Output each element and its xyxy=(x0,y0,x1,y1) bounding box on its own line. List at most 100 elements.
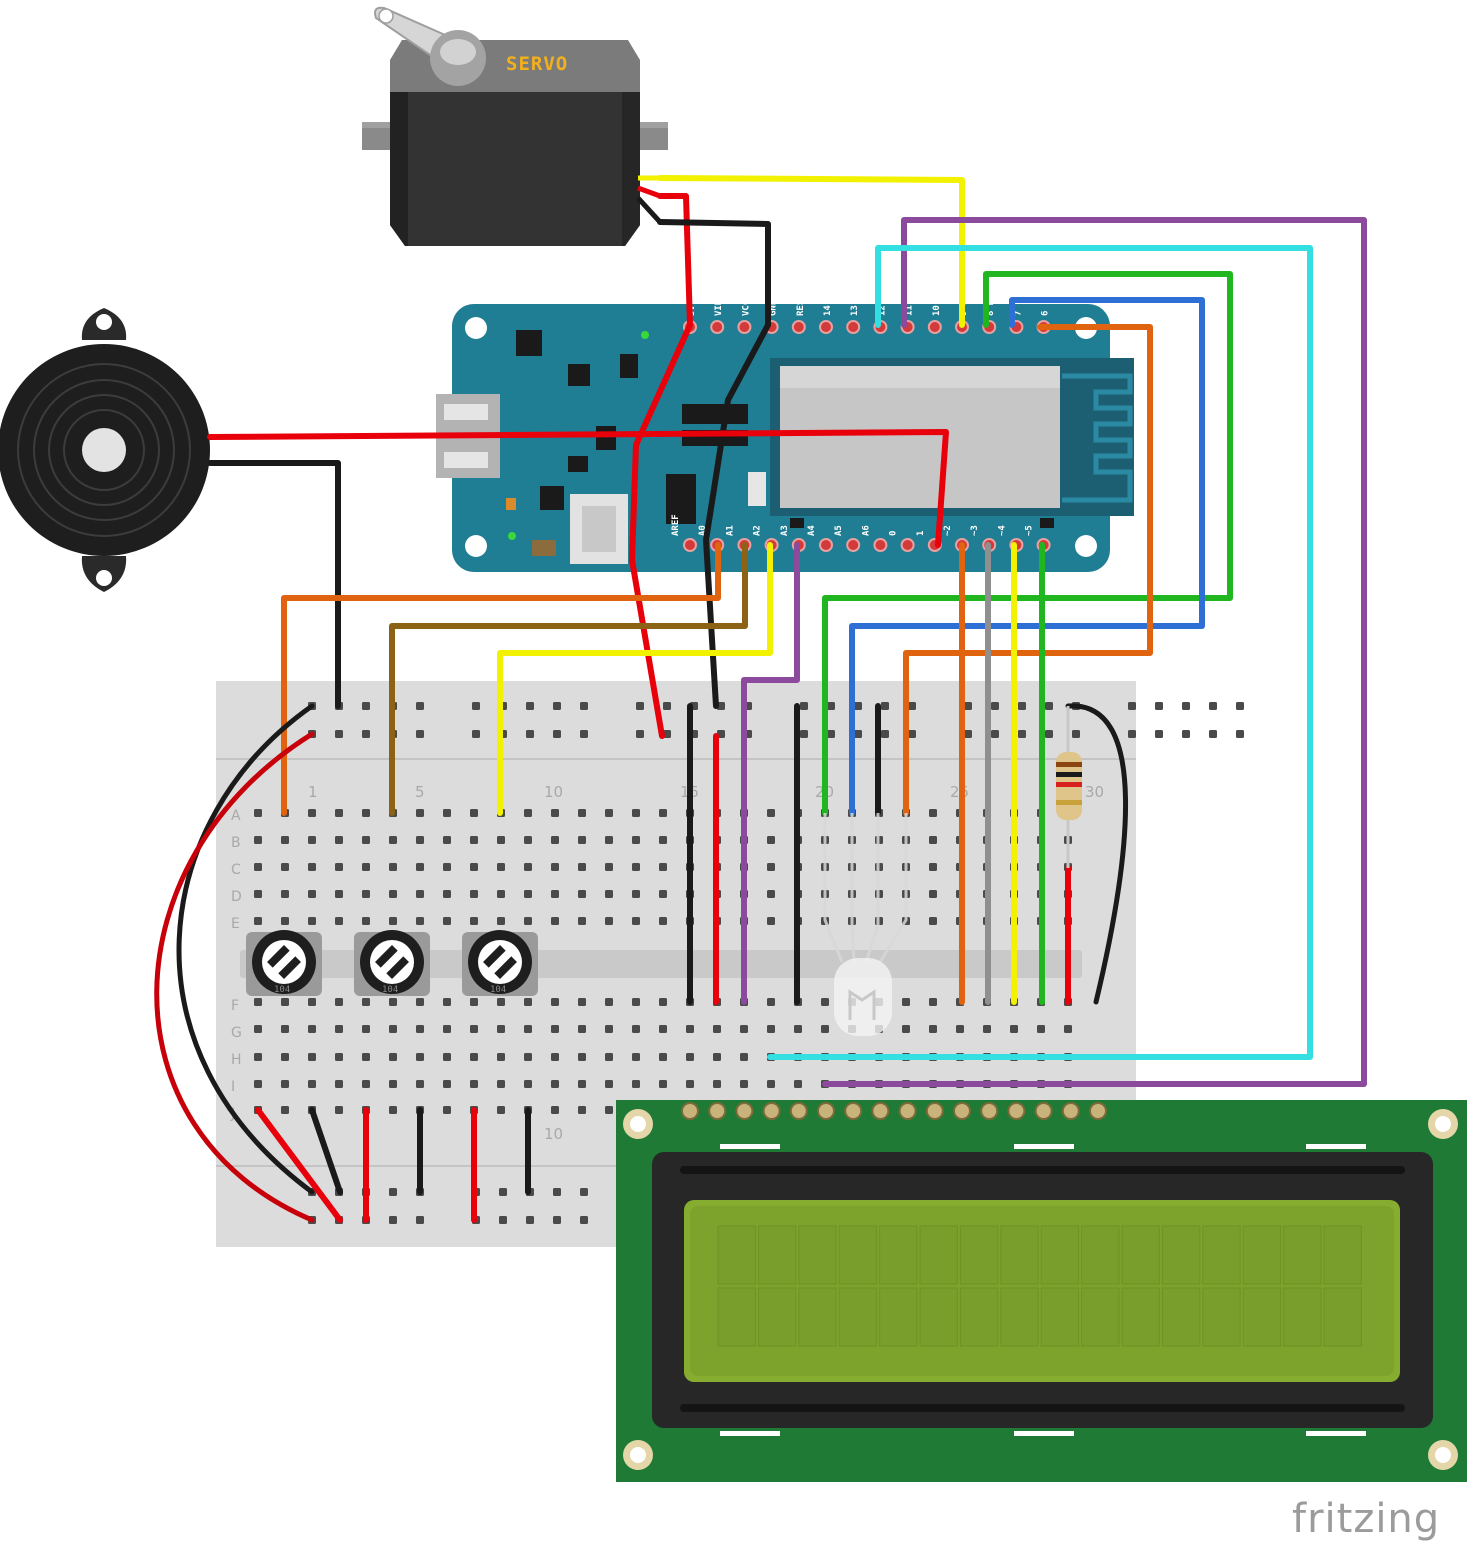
breadboard-hole xyxy=(659,863,667,871)
lcd-pin xyxy=(817,1102,835,1120)
breadboard-hole xyxy=(908,730,916,738)
lcd-character-cell xyxy=(1000,1287,1039,1347)
wire-sda xyxy=(822,217,1367,1087)
breadboard-hole xyxy=(524,917,532,925)
breadboard-hole xyxy=(499,1216,507,1224)
breadboard-hole xyxy=(1182,702,1190,710)
breadboard-hole xyxy=(335,890,343,898)
lcd-character-grid xyxy=(717,1225,1362,1347)
breadboard-hole xyxy=(308,1080,316,1088)
breadboard-hole xyxy=(389,998,397,1006)
wire-pin8 xyxy=(849,297,1205,816)
lcd-character-cell xyxy=(1081,1225,1120,1285)
wire-pin6 xyxy=(903,324,1153,816)
breadboard-hole xyxy=(964,730,972,738)
breadboard-hole xyxy=(827,702,835,710)
pin-label: A0 xyxy=(698,525,708,536)
breadboard-hole xyxy=(335,1080,343,1088)
breadboard-hole xyxy=(497,1025,505,1033)
breadboard-hole xyxy=(605,1080,613,1088)
pin-label: A6 xyxy=(861,525,871,536)
lcd-pin xyxy=(681,1102,699,1120)
breadboard-hole xyxy=(281,1080,289,1088)
breadboard-hole xyxy=(281,998,289,1006)
pin-label: A3 xyxy=(780,525,790,536)
breadboard-hole xyxy=(1064,1025,1072,1033)
breadboard-hole xyxy=(881,702,889,710)
lcd-character-cell xyxy=(1161,1287,1201,1347)
wire-rail-red-1 xyxy=(154,731,315,1223)
breadboard-hole xyxy=(335,863,343,871)
breadboard-hole xyxy=(767,917,775,925)
breadboard-hole xyxy=(740,1053,748,1061)
breadboard-hole xyxy=(1018,702,1026,710)
breadboard-hole xyxy=(254,917,262,925)
breadboard-hole xyxy=(605,1106,613,1114)
breadboard-hole xyxy=(964,702,972,710)
breadboard-hole xyxy=(389,917,397,925)
breadboard-hole xyxy=(524,1053,532,1061)
breadboard-hole xyxy=(416,730,424,738)
breadboard-hole xyxy=(821,998,829,1006)
breadboard-hole xyxy=(254,890,262,898)
lcd-pin-header xyxy=(681,1102,1107,1120)
lcd-pin xyxy=(1007,1102,1026,1120)
breadboard-hole xyxy=(1018,730,1026,738)
wire-pin7 xyxy=(822,271,1233,816)
breadboard-hole xyxy=(713,1025,721,1033)
breadboard-hole xyxy=(416,890,424,898)
header-pin xyxy=(683,538,697,552)
breadboard-hole xyxy=(605,890,613,898)
breadboard-hole xyxy=(553,1188,561,1196)
breadboard-hole xyxy=(362,702,370,710)
breadboard-hole xyxy=(470,836,478,844)
lcd-character-cell xyxy=(1121,1225,1160,1285)
wire-rail-black-2 xyxy=(309,1107,343,1195)
breadboard-hole xyxy=(659,1080,667,1088)
breadboard-hole xyxy=(524,1025,532,1033)
breadboard-hole xyxy=(553,1216,561,1224)
breadboard-hole xyxy=(1045,730,1053,738)
column-number: 10 xyxy=(544,783,563,801)
row-letter: C xyxy=(231,862,241,878)
column-number: 30 xyxy=(1085,783,1104,801)
breadboard-hole xyxy=(416,1080,424,1088)
breadboard-hole xyxy=(578,890,586,898)
breadboard-hole xyxy=(254,998,262,1006)
lcd-display xyxy=(616,1100,1467,1482)
breadboard-hole xyxy=(389,1053,397,1061)
column-number: 5 xyxy=(415,783,425,801)
breadboard-hole xyxy=(526,1216,534,1224)
lcd-character-cell xyxy=(919,1225,958,1285)
breadboard-hole xyxy=(740,1080,748,1088)
lcd-character-cell xyxy=(1040,1225,1080,1285)
column-number: 1 xyxy=(308,783,318,801)
breadboard-hole xyxy=(1072,730,1080,738)
pin-label: ~4 xyxy=(997,525,1007,536)
breadboard-hole xyxy=(1236,730,1244,738)
breadboard-hole xyxy=(902,1025,910,1033)
breadboard-hole xyxy=(553,702,561,710)
breadboard-hole xyxy=(254,1053,262,1061)
lcd-character-cell xyxy=(879,1225,918,1285)
breadboard-hole xyxy=(663,702,671,710)
breadboard-hole xyxy=(636,702,644,710)
breadboard-hole xyxy=(416,998,424,1006)
breadboard-hole xyxy=(497,998,505,1006)
pin-label: GND xyxy=(769,299,779,316)
breadboard-hole xyxy=(416,917,424,925)
column-number: 10 xyxy=(544,1125,563,1143)
breadboard-hole xyxy=(578,1053,586,1061)
lcd-character-cell xyxy=(1202,1225,1241,1285)
breadboard-hole xyxy=(416,863,424,871)
wire-scl xyxy=(767,245,1313,1060)
pin-label: 13 RX xyxy=(850,288,860,316)
breadboard-hole xyxy=(767,863,775,871)
pin-label: 12 SCL xyxy=(877,283,887,316)
breadboard-hole xyxy=(443,1106,451,1114)
breadboard-hole xyxy=(632,890,640,898)
breadboard-hole xyxy=(908,702,916,710)
breadboard-hole xyxy=(308,836,316,844)
row-letter: F xyxy=(231,998,239,1014)
potentiometer: 104 xyxy=(246,930,322,996)
